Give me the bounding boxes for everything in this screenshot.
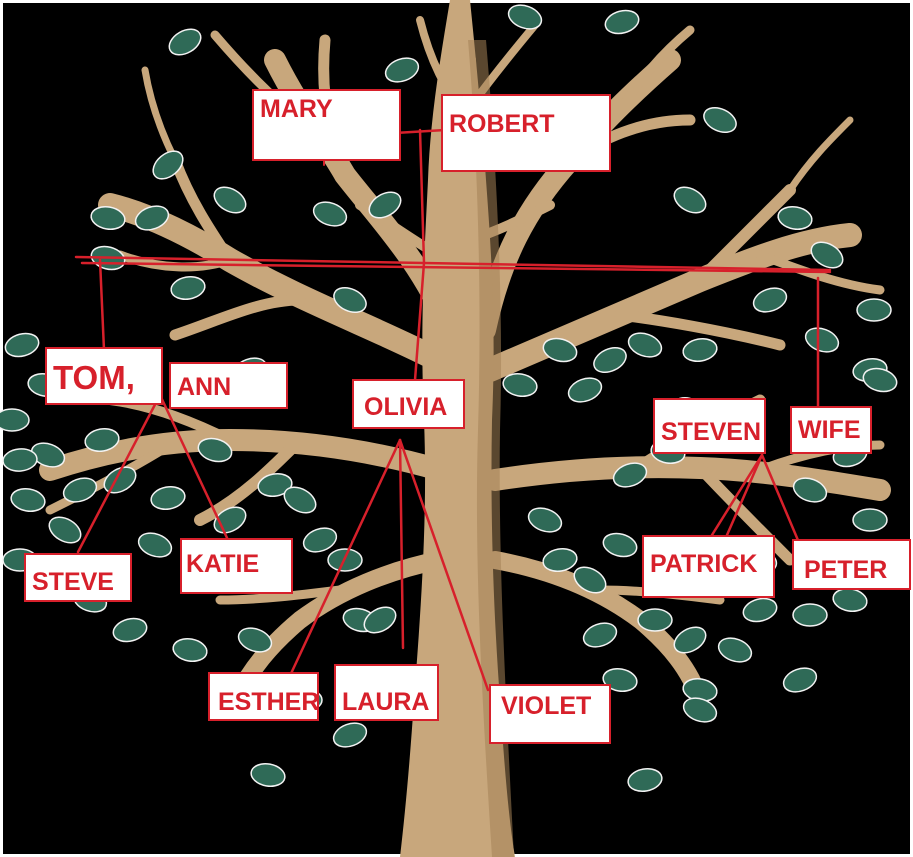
leaf-70 [853,509,887,531]
leaf-60 [793,604,827,626]
wife-label: WIFE [790,406,872,454]
ann-label: ANN [169,362,288,409]
steven-label: STEVEN [653,398,766,454]
peter-label: PETER [792,539,911,590]
leaf-17 [857,299,891,321]
mary-label: MARY [252,89,401,161]
katie-label: KATIE [180,538,293,594]
leaf-23 [0,409,29,431]
esther-label: ESTHER [208,672,319,721]
patrick-label: PATRICK [642,535,775,598]
steve-label: STEVE [24,553,132,602]
violet-label: VIOLET [489,684,611,744]
robert-label: ROBERT [441,94,611,172]
olivia-label: OLIVIA [352,379,465,429]
laura-label: LAURA [334,664,439,721]
tom-label: TOM, [45,347,163,405]
leaf-55 [638,609,672,631]
